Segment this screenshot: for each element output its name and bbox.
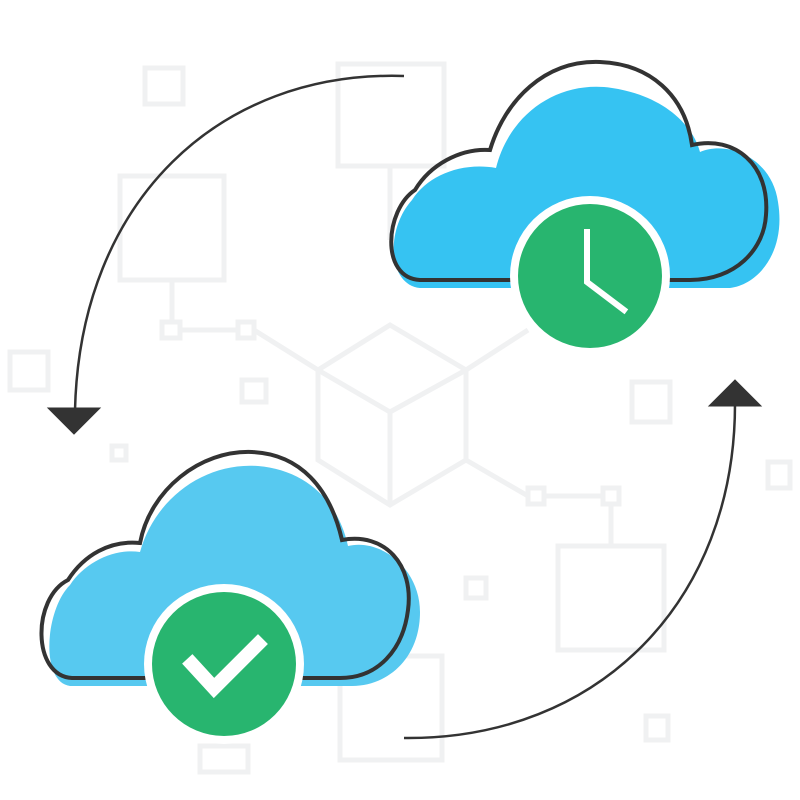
arrow-left-curve [73, 74, 405, 411]
checkmark-icon [182, 634, 268, 699]
badge-completed [144, 584, 304, 744]
network-square [117, 173, 227, 283]
cloud-scheduled [389, 59, 780, 356]
network-square [555, 543, 667, 653]
network-square [525, 485, 547, 507]
arrow-up-icon [707, 379, 763, 407]
network-square [235, 319, 257, 341]
network-line [464, 327, 530, 373]
network-square [159, 319, 183, 341]
network-square [643, 713, 671, 743]
network-square [600, 485, 622, 507]
badge-scheduled [510, 196, 670, 356]
network-line [464, 457, 530, 499]
clock-icon [584, 229, 629, 315]
cloud-completed-outline [39, 449, 411, 680]
cloud-completed [39, 449, 421, 744]
network-square [142, 65, 186, 107]
arrow-down-icon [46, 407, 102, 435]
cloud-scheduled-outline [389, 59, 769, 282]
network-square [239, 377, 269, 405]
network-square [765, 459, 793, 491]
network-square [463, 575, 489, 601]
network-square [109, 443, 129, 463]
network-square [7, 349, 51, 393]
cloud-scheduled-fill [393, 86, 780, 288]
network-cube-edges [316, 367, 468, 505]
arrow-right-curve [403, 403, 737, 740]
network-line [252, 327, 320, 373]
network-square [629, 379, 673, 425]
badge-circle [152, 592, 296, 736]
network-square [197, 743, 251, 775]
arrow-left [46, 74, 405, 435]
arrow-right [403, 379, 763, 740]
network-square [335, 61, 447, 169]
cloud-completed-fill [49, 465, 421, 686]
